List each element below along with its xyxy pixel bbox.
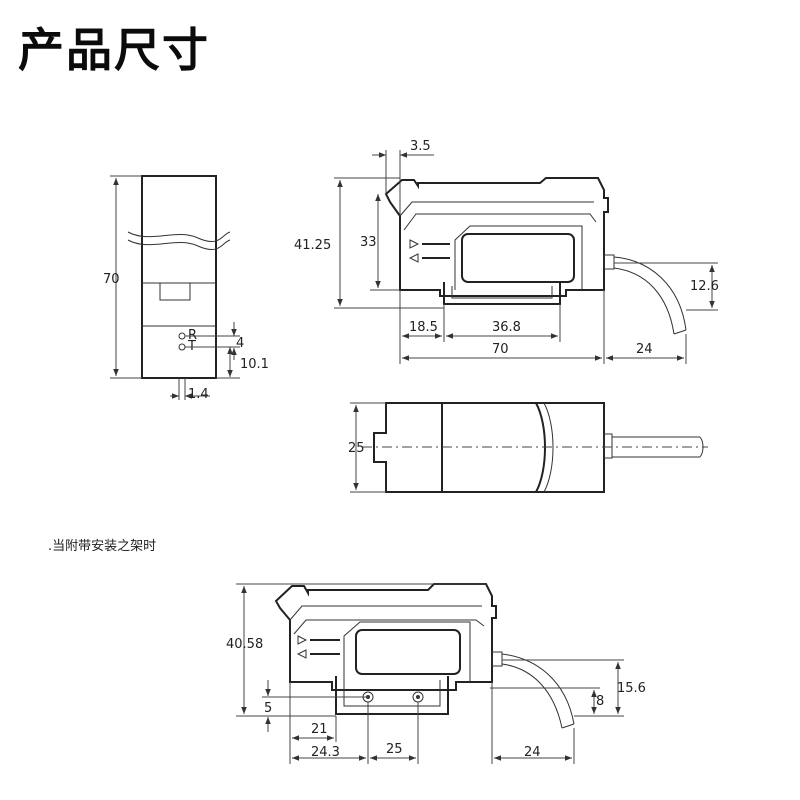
dim-top-25: 25: [348, 441, 365, 456]
dim-front-70: 70: [492, 342, 509, 357]
side-view: R T 70 4 10.1 1.4: [103, 175, 269, 402]
dim-front-3-5: 3.5: [410, 139, 431, 154]
top-view: 25: [348, 402, 708, 493]
dim-front-24: 24: [636, 342, 653, 357]
dim-bracket-24-3: 24.3: [311, 745, 340, 760]
dim-side-70: 70: [103, 272, 120, 287]
dim-front-41-25: 41.25: [294, 238, 331, 253]
dim-front-12-6: 12.6: [690, 279, 719, 294]
front-view: 3.5 41.25 33 12.6 18.5 36.8 70 24: [294, 139, 719, 364]
dim-side-4: 4: [236, 336, 244, 351]
bracket-view: 40.58 5 15.6 8 21 24.3 25 24: [226, 583, 646, 764]
page-title: 产品尺寸: [18, 23, 210, 77]
bracket-note: .当附带安装之架时: [48, 539, 157, 554]
dim-bracket-24: 24: [524, 745, 541, 760]
dim-front-36-8: 36.8: [492, 320, 521, 335]
dim-side-10-1: 10.1: [240, 357, 269, 372]
dim-side-1-4: 1.4: [188, 387, 209, 402]
dim-bracket-21: 21: [311, 722, 328, 737]
dim-bracket-40-58: 40.58: [226, 637, 263, 652]
dim-front-18-5: 18.5: [409, 320, 438, 335]
dim-front-33: 33: [360, 235, 377, 250]
dim-bracket-15-6: 15.6: [617, 681, 646, 696]
dim-bracket-5: 5: [264, 701, 272, 716]
dim-bracket-8: 8: [596, 694, 604, 709]
dim-bracket-25: 25: [386, 742, 403, 757]
